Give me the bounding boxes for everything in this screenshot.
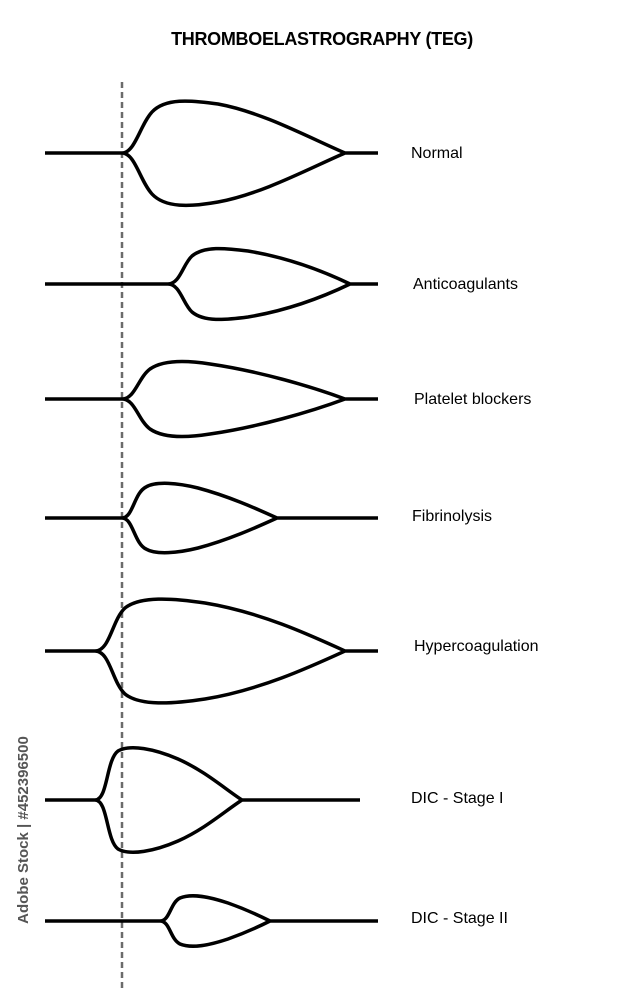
tracing-anticoagulants-curve bbox=[45, 246, 378, 322]
tracing-fibrinolysis-label: Fibrinolysis bbox=[412, 508, 492, 525]
diagram-title: THROMBOELASTROGRAPHY (TEG) bbox=[171, 29, 473, 49]
tracing-normal: Normal bbox=[45, 99, 463, 208]
tracing-hypercoagulation: Hypercoagulation bbox=[45, 597, 539, 705]
tracing-normal-curve bbox=[45, 99, 378, 208]
tracing-platelet-blockers-curve bbox=[45, 359, 378, 439]
tracing-fibrinolysis-curve bbox=[45, 481, 378, 555]
tracing-dic-stage-1-curve bbox=[45, 745, 360, 855]
tracing-platelet-blockers: Platelet blockers bbox=[45, 359, 531, 439]
tracing-platelet-blockers-label: Platelet blockers bbox=[414, 391, 531, 408]
tracing-dic-stage-1-label: DIC - Stage I bbox=[411, 790, 503, 807]
tracing-fibrinolysis: Fibrinolysis bbox=[45, 481, 492, 555]
stock-credit-text: Adobe Stock | #452396500 bbox=[15, 736, 32, 924]
tracing-hypercoagulation-curve bbox=[45, 597, 378, 705]
tracing-anticoagulants: Anticoagulants bbox=[45, 246, 518, 322]
tracing-dic-stage-1: DIC - Stage I bbox=[45, 745, 503, 855]
tracing-anticoagulants-label: Anticoagulants bbox=[413, 276, 518, 293]
tracing-dic-stage-2: DIC - Stage II bbox=[45, 894, 508, 948]
tracing-normal-label: Normal bbox=[411, 145, 463, 162]
tracing-hypercoagulation-label: Hypercoagulation bbox=[414, 638, 539, 655]
tracing-dic-stage-2-label: DIC - Stage II bbox=[411, 910, 508, 927]
tracing-dic-stage-2-curve bbox=[45, 894, 378, 948]
